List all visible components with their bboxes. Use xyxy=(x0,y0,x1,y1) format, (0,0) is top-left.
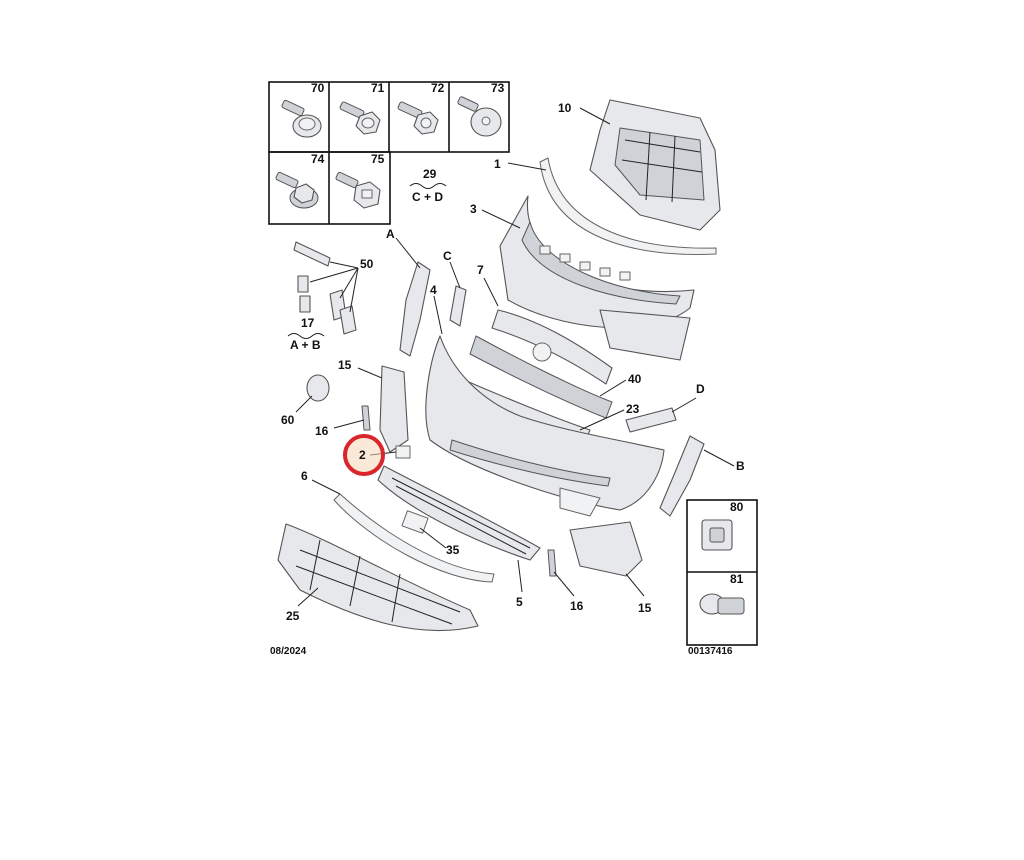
callout-3[interactable]: 3 xyxy=(470,202,477,216)
bracket-c-part xyxy=(449,285,467,327)
fastener-label-75[interactable]: 75 xyxy=(371,152,385,166)
hex-bolt-icon xyxy=(339,101,381,135)
seal-right-part xyxy=(547,549,557,577)
flange-screw-icon xyxy=(281,99,322,138)
callout-D[interactable]: D xyxy=(696,382,705,396)
callout-35[interactable]: 35 xyxy=(446,543,460,557)
side-cover-right-part xyxy=(569,521,643,577)
callout-60[interactable]: 60 xyxy=(281,413,295,427)
callout-25[interactable]: 25 xyxy=(286,609,300,623)
grille-insert-part xyxy=(491,309,613,385)
front-end-carrier-part xyxy=(589,99,721,231)
callout-16-right[interactable]: 16 xyxy=(570,599,584,613)
upper-trim-strip-part xyxy=(539,157,717,255)
fastener-label-74[interactable]: 74 xyxy=(311,152,325,166)
torx-bolt-icon xyxy=(397,101,439,135)
stud-bolt-icon xyxy=(335,171,381,209)
clip-grid: 80 81 xyxy=(686,499,758,646)
diagram-reference: 00137416 xyxy=(688,646,733,657)
callout-5[interactable]: 5 xyxy=(516,595,523,609)
callout-2[interactable]: 2 xyxy=(359,448,366,462)
bumper-cover-part xyxy=(425,335,665,517)
plate-part xyxy=(401,510,429,534)
kit-29-sub: C + D xyxy=(412,190,443,204)
fastener-grid: 70 71 72 73 74 75 xyxy=(268,81,510,225)
callout-50[interactable]: 50 xyxy=(360,257,374,271)
clip-set-part xyxy=(293,241,357,335)
bracket-a-part xyxy=(399,261,431,357)
hex-flange-bolt-icon xyxy=(275,171,319,209)
kit-17-number[interactable]: 17 xyxy=(301,316,315,330)
kit-17-sub: A + B xyxy=(290,338,321,352)
callout-6[interactable]: 6 xyxy=(301,469,308,483)
callout-23[interactable]: 23 xyxy=(626,402,640,416)
seal-left-part xyxy=(361,405,371,431)
callout-1[interactable]: 1 xyxy=(494,157,501,171)
undertray-part xyxy=(277,523,479,632)
highlight-ring xyxy=(343,434,385,476)
callout-A[interactable]: A xyxy=(386,227,395,241)
callout-15-left[interactable]: 15 xyxy=(338,358,352,372)
lower-grille-part xyxy=(377,465,541,561)
callout-C[interactable]: C xyxy=(443,249,452,263)
diagram-date: 08/2024 xyxy=(270,646,307,657)
callout-40[interactable]: 40 xyxy=(628,372,642,386)
clip-label-81[interactable]: 81 xyxy=(730,572,744,586)
clip-label-80[interactable]: 80 xyxy=(730,500,744,514)
bracket-d-part xyxy=(625,407,677,433)
emblem-part xyxy=(306,374,330,402)
fastener-label-73[interactable]: 73 xyxy=(491,81,505,95)
callout-16-left[interactable]: 16 xyxy=(315,424,329,438)
callout-10[interactable]: 10 xyxy=(558,101,572,115)
callout-B[interactable]: B xyxy=(736,459,745,473)
pan-screw-icon xyxy=(457,96,502,137)
cap-part xyxy=(395,445,411,459)
bracket-b-part xyxy=(659,435,705,517)
lower-strip-part xyxy=(333,493,495,583)
callout-15-right[interactable]: 15 xyxy=(638,601,652,615)
clip-nut-icon xyxy=(701,519,733,551)
callout-7[interactable]: 7 xyxy=(477,263,484,277)
fastener-label-71[interactable]: 71 xyxy=(371,81,385,95)
kit-29-number[interactable]: 29 xyxy=(423,167,437,181)
grille-frame-part xyxy=(499,195,695,361)
callout-4[interactable]: 4 xyxy=(430,283,437,297)
fastener-label-70[interactable]: 70 xyxy=(311,81,325,95)
push-rivet-icon xyxy=(699,593,745,615)
fastener-label-72[interactable]: 72 xyxy=(431,81,445,95)
side-cover-left-part xyxy=(379,365,409,453)
